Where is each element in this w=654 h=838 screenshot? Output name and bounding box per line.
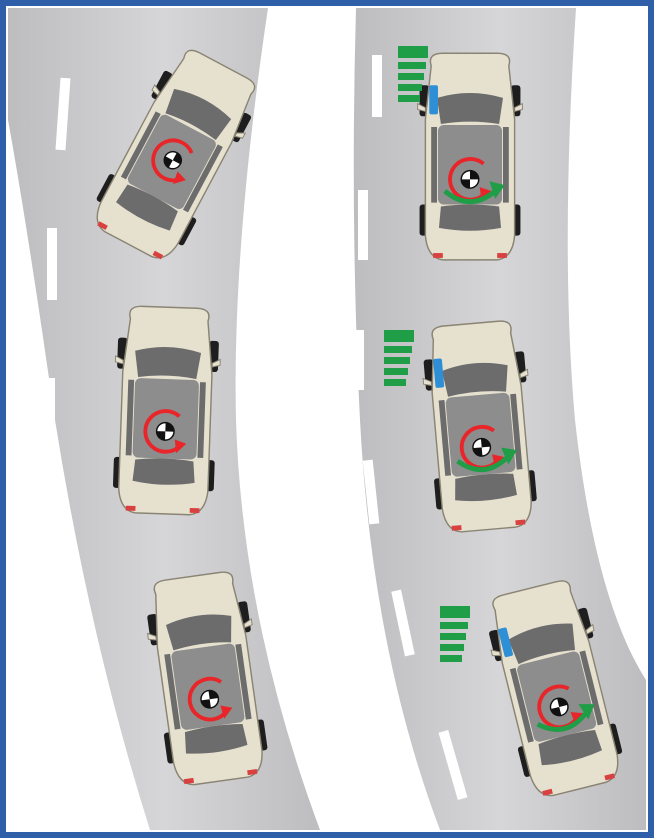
right-lane-markings — [354, 55, 468, 801]
center-of-mass-icon — [155, 421, 176, 442]
car-right-1 — [416, 52, 524, 261]
blue-wheel-brake-icon — [433, 358, 445, 388]
blue-wheel-brake-icon — [429, 85, 438, 115]
left-lane-markings — [45, 77, 138, 831]
car-right-3 — [478, 574, 632, 803]
blue-wheel-brake-icon — [498, 627, 513, 658]
car-right-2 — [417, 318, 542, 535]
center-of-mass-icon — [471, 437, 492, 458]
center-of-mass-icon — [460, 169, 480, 189]
